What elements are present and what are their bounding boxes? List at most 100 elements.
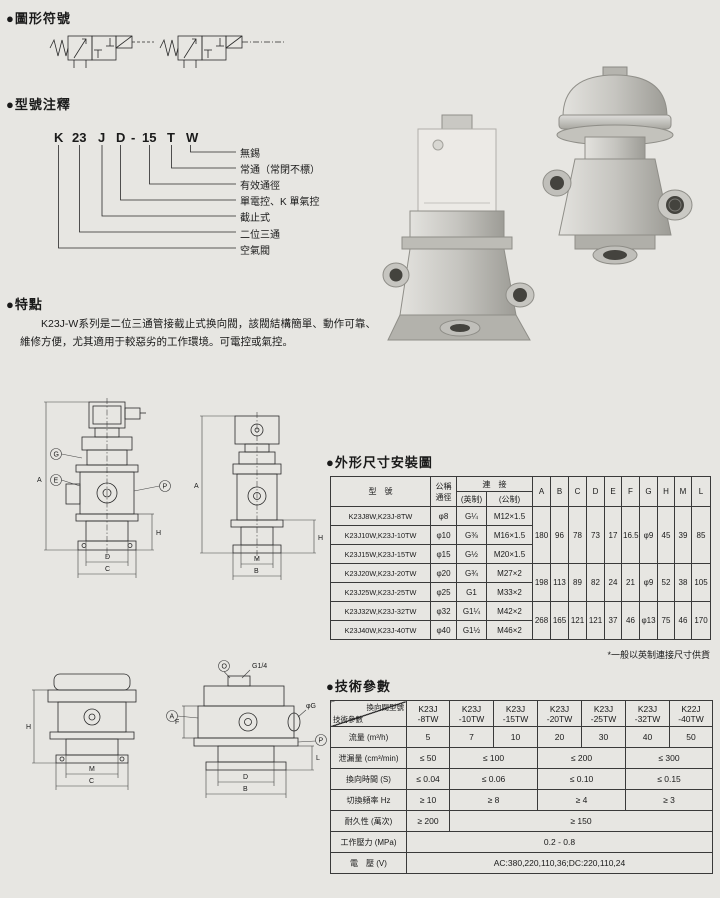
dims-value: 170 <box>691 601 711 640</box>
dims-value: 180 <box>532 506 551 564</box>
dim-label-A: A <box>37 477 42 484</box>
dims-header-letter: M <box>674 476 692 507</box>
model-code-callout-lines <box>58 145 236 249</box>
dimension-drawing-front-pilot: H M C <box>26 673 137 790</box>
dims-header-metric: (公制) <box>486 491 533 507</box>
tech-value: 7 <box>449 726 494 748</box>
dims-value: 45 <box>657 506 675 564</box>
dims-model: K23J32W,K23J-32TW <box>330 601 431 621</box>
tech-value: ≥ 10 <box>406 789 450 811</box>
dims-model: K23J15W,K23J-15TW <box>330 544 431 564</box>
dims-header-inch: (英制) <box>456 491 487 507</box>
dims-value: 17 <box>604 506 622 564</box>
port-label-G: G <box>54 452 59 459</box>
dims-header-letter: E <box>604 476 622 507</box>
tech-value: 0.2 - 0.8 <box>406 831 713 853</box>
dim-label-L4: L <box>316 755 320 762</box>
dimension-drawing-side-pilot: G1/4 O φG A P L F D B <box>166 660 327 798</box>
tech-corner-cell: 換向閥型號 技術參數 <box>330 700 407 727</box>
dims-inch: G⅜ <box>456 525 487 545</box>
port-label-P: P <box>163 484 168 491</box>
dim-label-B2: B <box>254 568 259 575</box>
dim-label-F4: F <box>175 719 179 726</box>
tech-value: ≤ 200 <box>537 747 626 769</box>
dims-model: K23J40W,K23J-40TW <box>330 620 431 640</box>
dims-value: 165 <box>550 601 569 640</box>
model-label: 有效通徑 <box>240 181 280 192</box>
dim-label-C: C <box>105 566 110 573</box>
tech-col-header: K23J-8TW <box>406 700 450 727</box>
tech-col-header: K23J-32TW <box>625 700 670 727</box>
tech-row-label: 換向時間 (S) <box>330 768 407 790</box>
dims-header-letter: C <box>568 476 587 507</box>
dim-label-M2: M <box>254 556 260 563</box>
port-label-A4: A <box>170 714 175 721</box>
dims-value: 105 <box>691 563 711 602</box>
dim-label-D: D <box>105 554 110 561</box>
dims-value: 39 <box>674 506 692 564</box>
section-title-symbols: ●圖形符號 <box>6 11 71 26</box>
pneumatic-symbol-1 <box>49 35 154 68</box>
port-label-phiG: φG <box>306 703 316 710</box>
dims-metric: M42×2 <box>486 601 533 621</box>
dims-bore: φ40 <box>430 620 457 640</box>
section-title-model: ●型號注釋 <box>6 97 71 112</box>
port-label-G14: G1/4 <box>252 663 267 670</box>
model-code-part: D <box>116 130 126 145</box>
dims-inch: G1½ <box>456 620 487 640</box>
tech-value: ≤ 0.06 <box>449 768 538 790</box>
port-label-O: O <box>222 664 228 671</box>
dims-value: 268 <box>532 601 551 640</box>
dims-bore: φ25 <box>430 582 457 602</box>
dims-value: 38 <box>674 563 692 602</box>
dims-value: 21 <box>621 563 640 602</box>
tech-row-label: 耐久性 (萬次) <box>330 810 407 832</box>
pneumatic-symbols-diagram <box>49 35 284 68</box>
dims-bore: φ8 <box>430 506 457 526</box>
model-code-part: T <box>167 130 175 145</box>
dims-header-letter: A <box>532 476 551 507</box>
tech-value: ≥ 8 <box>449 789 538 811</box>
dims-value: 96 <box>550 506 569 564</box>
model-label: 常通（常閉不標） <box>240 165 320 176</box>
dims-bore: φ15 <box>430 544 457 564</box>
dims-inch: G1¼ <box>456 601 487 621</box>
tech-row-label: 工作壓力 (MPa) <box>330 831 407 853</box>
tech-value: ≤ 0.15 <box>625 768 713 790</box>
model-code-part: 15 <box>142 130 157 145</box>
dims-metric: M20×1.5 <box>486 544 533 564</box>
pneumatic-symbol-2 <box>159 35 284 68</box>
tech-col-header: K23J-20TW <box>537 700 582 727</box>
dims-model: K23J8W,K23J-8TW <box>330 506 431 526</box>
tech-value: 40 <box>625 726 670 748</box>
tech-value: 10 <box>493 726 538 748</box>
dims-value: 82 <box>586 563 605 602</box>
dims-header-letter: H <box>657 476 675 507</box>
dims-inch: G¾ <box>456 563 487 583</box>
dims-header-letter: L <box>691 476 711 507</box>
valve-photo-right <box>542 66 693 265</box>
tech-value: ≥ 150 <box>449 810 713 832</box>
dims-model: K23J10W,K23J-10TW <box>330 525 431 545</box>
dims-metric: M33×2 <box>486 582 533 602</box>
dims-metric: M12×1.5 <box>486 506 533 526</box>
dims-inch: G1 <box>456 582 487 602</box>
dims-value: 73 <box>586 506 605 564</box>
dims-value: 16.5 <box>621 506 640 564</box>
model-label: 單電控、K 單氣控 <box>240 197 320 208</box>
dims-header-letter: G <box>639 476 658 507</box>
dims-bore: φ10 <box>430 525 457 545</box>
dim-label-H: H <box>156 530 161 537</box>
dims-value: 52 <box>657 563 675 602</box>
dims-value: φ9 <box>639 563 658 602</box>
port-label-P4: P <box>319 738 324 745</box>
dims-header-model: 型 號 <box>330 476 431 507</box>
model-code-part: 23 <box>72 130 87 145</box>
tech-col-header: K23J-10TW <box>449 700 494 727</box>
model-label: 截止式 <box>240 213 270 224</box>
model-code-part: J <box>98 130 106 145</box>
dims-value: 46 <box>674 601 692 640</box>
tech-row-label: 流量 (m³/h) <box>330 726 407 748</box>
dims-value: φ13 <box>639 601 658 640</box>
tech-value: ≤ 0.04 <box>406 768 450 790</box>
